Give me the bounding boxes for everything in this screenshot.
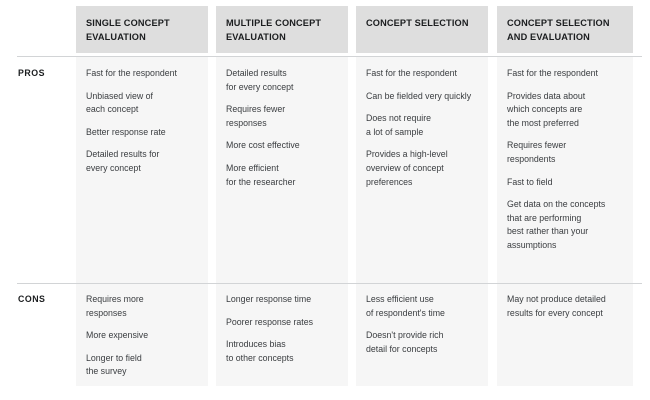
list-item: Get data on the concepts that are perfor… xyxy=(507,199,606,250)
column-body-background-single-concept-evaluation xyxy=(76,56,208,386)
list-item: Introduces bias to other concepts xyxy=(226,339,294,363)
divider-above-cons-row xyxy=(17,283,642,284)
list-item: Detailed results for every concept xyxy=(226,68,294,92)
column-header-concept-selection: CONCEPT SELECTION xyxy=(366,18,469,28)
list-item: Detailed results for every concept xyxy=(86,149,160,173)
list-item: Provides data about which concepts are t… xyxy=(507,90,586,128)
list-item: Longer response time xyxy=(226,294,312,304)
list-item: More cost effective xyxy=(226,140,300,151)
list-item: Better response rate xyxy=(86,126,166,137)
list-item: Fast to field xyxy=(507,176,553,187)
column-body-background-concept-selection-and-evaluation xyxy=(497,56,633,386)
list-item: Provides a high-level overview of concep… xyxy=(366,149,448,187)
list-item: Less efficient use of respondent's time xyxy=(366,294,445,318)
list-item: May not produce detailed results for eve… xyxy=(507,294,606,318)
list-item: Requires fewer responses xyxy=(226,104,286,128)
column-body-background-multiple-concept-evaluation xyxy=(216,56,348,386)
column-header-background-multiple-concept-evaluation xyxy=(216,6,348,53)
list-item: Does not require a lot of sample xyxy=(366,113,432,137)
list-item: Can be fielded very quickly xyxy=(366,90,472,101)
column-header-multiple-concept-evaluation: MULTIPLE CONCEPT EVALUATION xyxy=(226,18,322,42)
list-item: Requires more responses xyxy=(86,294,144,318)
row-label-cons: CONS xyxy=(18,294,46,304)
list-item: Fast for the respondent xyxy=(507,68,598,78)
divider-above-pros-row xyxy=(17,56,642,57)
list-item: Fast for the respondent xyxy=(366,68,457,78)
list-item: More expensive xyxy=(86,330,149,341)
column-header-concept-selection-and-evaluation: CONCEPT SELECTION AND EVALUATION xyxy=(507,18,610,42)
list-item: More efficient for the researcher xyxy=(226,162,296,187)
list-item: Unbiased view of each concept xyxy=(86,90,153,115)
column-header-background-single-concept-evaluation xyxy=(76,6,208,53)
column-header-background-concept-selection xyxy=(356,6,488,53)
list-item: Fast for the respondent xyxy=(86,68,177,78)
list-item: Longer to field the survey xyxy=(86,352,142,377)
column-body-background-concept-selection xyxy=(356,56,488,386)
row-label-pros: PROS xyxy=(18,68,45,78)
list-cons-concept-selection-and-evaluation: May not produce detailed results for eve… xyxy=(507,293,633,320)
list-item: Poorer response rates xyxy=(226,316,314,327)
list-item: Requires fewer respondents xyxy=(507,140,567,164)
cell-cons-concept-selection-and-evaluation: May not produce detailed results for eve… xyxy=(507,293,633,320)
column-header-single-concept-evaluation: SINGLE CONCEPT EVALUATION xyxy=(86,18,170,42)
column-header-background-concept-selection-and-evaluation xyxy=(497,6,633,53)
list-item: Doesn't provide rich detail for concepts xyxy=(366,330,444,354)
